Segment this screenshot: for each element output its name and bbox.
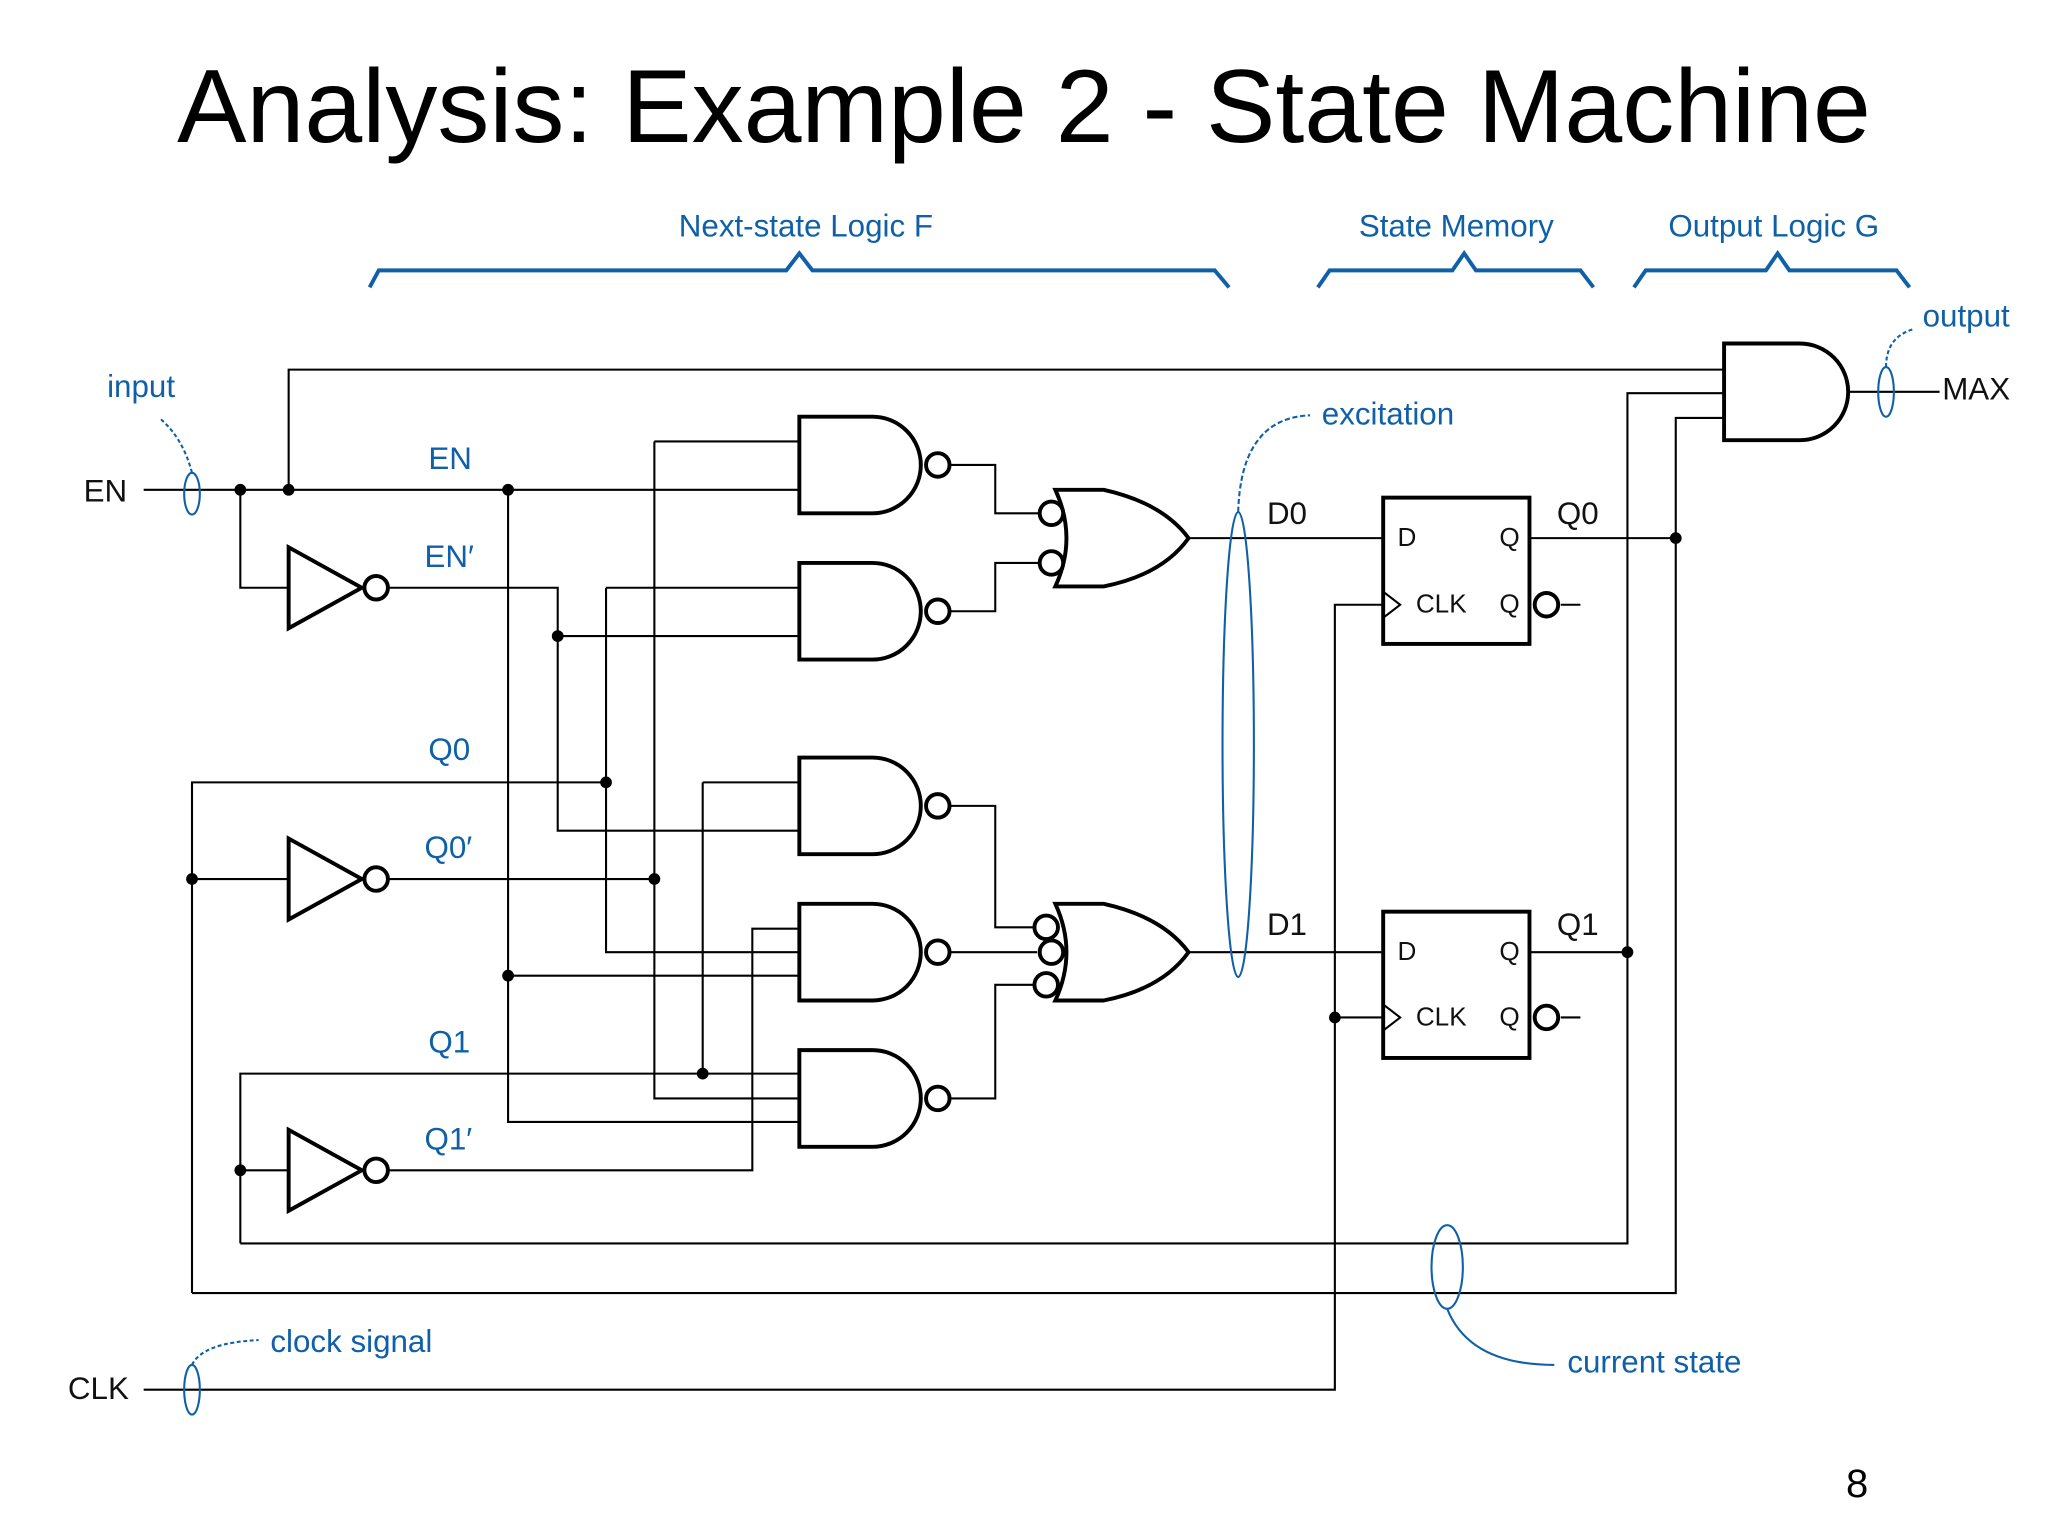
flipflop-0: D Q CLK Q (1381, 495, 1561, 646)
signal-en-input: EN (84, 474, 128, 509)
ff1-q-pin: Q (1499, 936, 1519, 966)
inverter-q1 (286, 1126, 390, 1215)
slide-title: Analysis: Example 2 - State Machine (177, 49, 1871, 165)
wires (143, 368, 1940, 1391)
signal-en-bar: EN′ (424, 539, 474, 574)
label-output-logic: Output Logic G (1668, 208, 1879, 243)
ff1-qn-pin: Q (1499, 1001, 1519, 1031)
nand-gate-5 (797, 1048, 952, 1149)
annotation-output: output (1877, 299, 2010, 418)
signal-max: MAX (1942, 372, 2010, 407)
flipflop-1: D Q CLK Q (1381, 909, 1561, 1060)
label-clock-signal: clock signal (270, 1324, 432, 1359)
label-output: output (1923, 299, 2010, 334)
signal-d1: D1 (1267, 907, 1307, 942)
and-gate-max (1722, 341, 1851, 443)
nand-gate-2 (797, 560, 952, 662)
ff0-q-pin: Q (1499, 522, 1519, 552)
brace-output-logic: Output Logic G (1632, 208, 1912, 289)
label-next-state-logic: Next-state Logic F (679, 208, 933, 243)
label-current-state: current state (1567, 1345, 1741, 1380)
signal-q0-bar: Q0′ (424, 830, 472, 865)
signal-d0: D0 (1267, 496, 1307, 531)
junctions (186, 483, 1682, 1177)
nand-gate-3 (797, 755, 952, 857)
inverter-en (286, 543, 390, 632)
annotation-current-state: current state (1430, 1224, 1741, 1380)
ff1-d-pin: D (1398, 936, 1417, 966)
inverter-q0 (286, 835, 390, 923)
signal-q1: Q1 (428, 1025, 470, 1060)
ff0-qn-pin: Q (1499, 589, 1519, 619)
brace-state-memory: State Memory (1316, 208, 1596, 289)
signal-q0-out: Q0 (1557, 496, 1599, 531)
annotation-excitation: excitation (1221, 396, 1454, 979)
or-gate-d0 (1037, 487, 1191, 589)
page-number: 8 (1846, 1462, 1869, 1506)
or-gate-d1 (1032, 901, 1191, 1003)
ff0-d-pin: D (1398, 522, 1417, 552)
signal-en: EN (428, 441, 472, 476)
label-state-memory: State Memory (1359, 208, 1554, 243)
label-excitation: excitation (1322, 396, 1454, 431)
nand-gate-1 (797, 414, 952, 516)
annotation-clock: clock signal (183, 1324, 432, 1416)
ff0-clk-pin: CLK (1416, 589, 1467, 619)
nand-gate-4 (797, 901, 952, 1003)
brace-next-state: Next-state Logic F (367, 208, 1231, 289)
annotation-input: input (107, 369, 201, 516)
signal-q1-bar: Q1′ (424, 1121, 472, 1156)
ff1-clk-pin: CLK (1416, 1001, 1467, 1031)
signal-q0: Q0 (428, 732, 470, 767)
signal-q1-out: Q1 (1557, 907, 1599, 942)
label-input: input (107, 369, 175, 404)
signal-clk-input: CLK (68, 1371, 129, 1406)
